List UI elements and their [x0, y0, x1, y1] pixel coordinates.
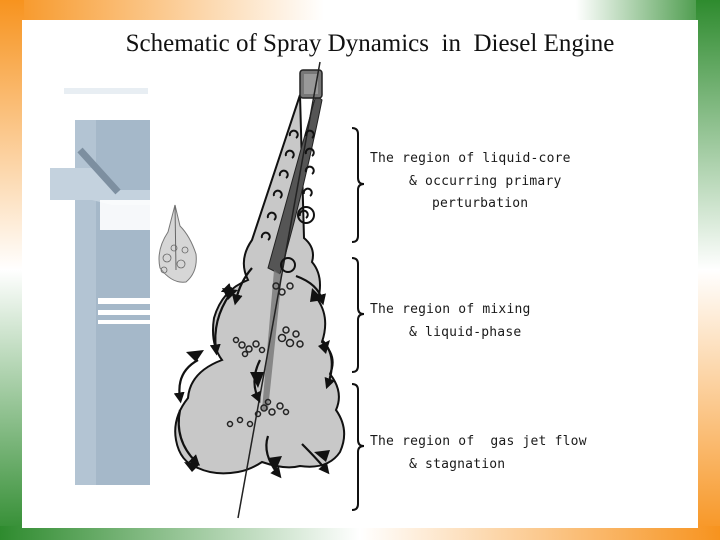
droplet-icon: [260, 129, 315, 273]
small-spray-icon: [158, 204, 197, 283]
region-2-line-2: & liquid-phase: [409, 325, 522, 340]
region-2-line-1: The region of mixing: [370, 302, 531, 317]
region-brackets: [351, 127, 365, 511]
region-1-line-1: The region of liquid-core: [370, 151, 571, 166]
region-1-line-2: & occurring primary: [409, 174, 562, 189]
engine-cylinder-icon: [50, 88, 150, 485]
arrow-heads: [184, 288, 330, 472]
region-3-line-2: & stagnation: [409, 457, 506, 472]
slide-title: Schematic of Spray Dynamics in Diesel En…: [125, 30, 615, 57]
region-3-line-1: The region of gas jet flow: [370, 434, 587, 449]
region-1-line-3: perturbation: [432, 196, 529, 211]
droplet-cluster: [226, 282, 304, 428]
